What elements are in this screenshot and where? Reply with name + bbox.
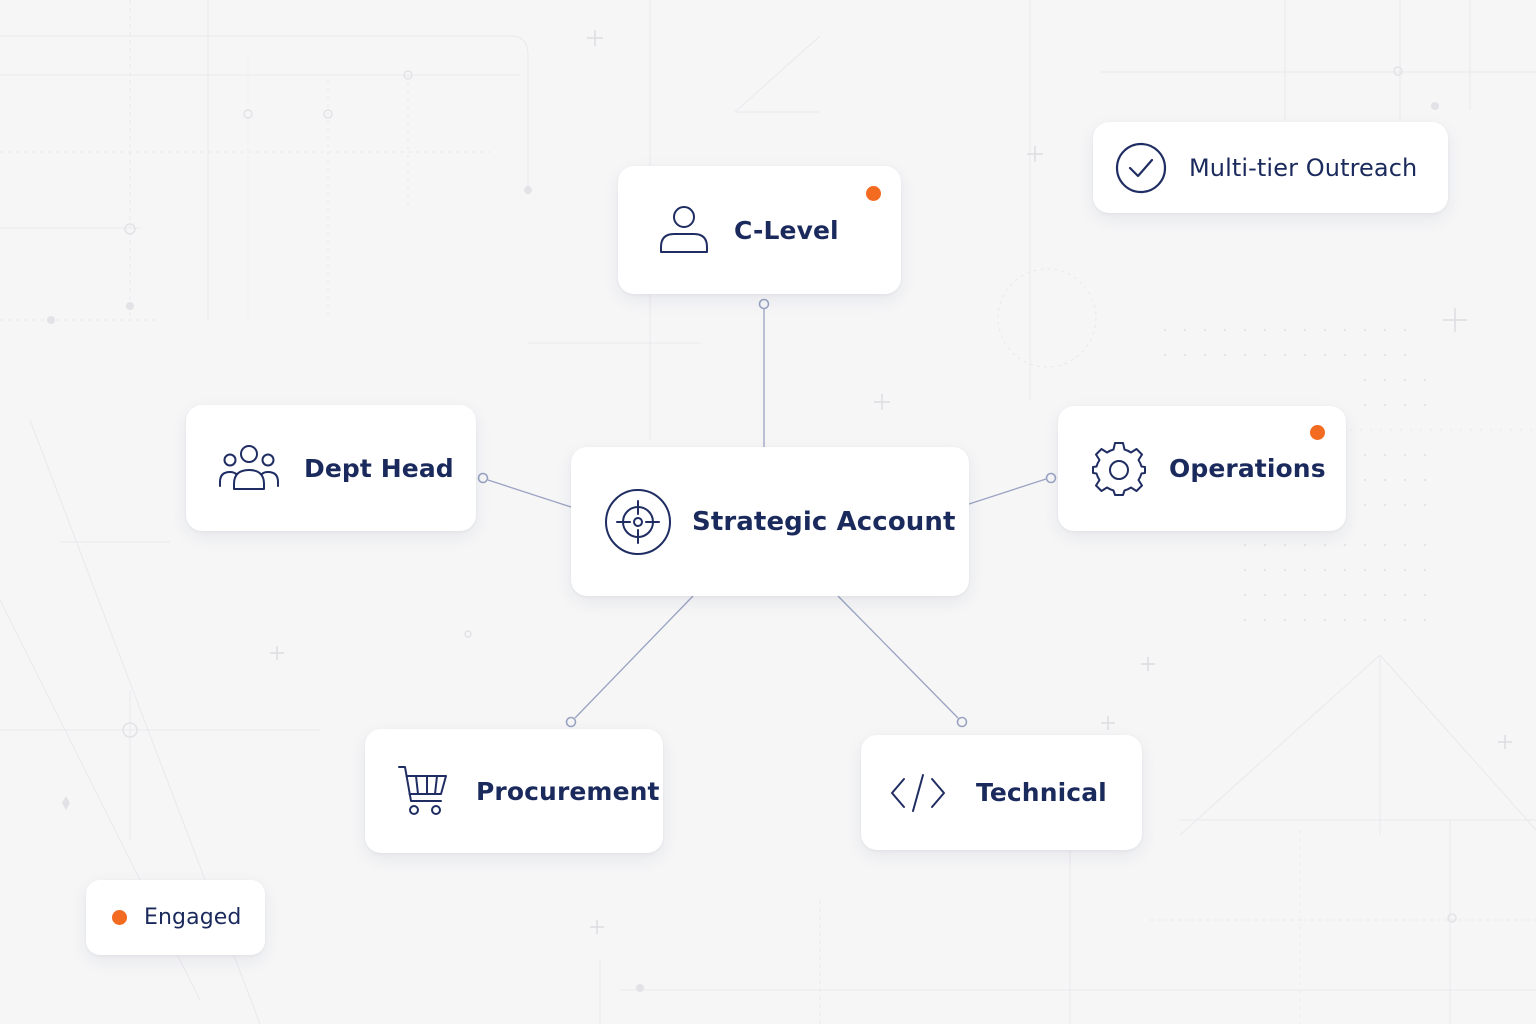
legend-label: Engaged (144, 905, 242, 930)
team-icon (218, 444, 280, 492)
gear-icon (1091, 441, 1147, 497)
engaged-indicator (1310, 425, 1325, 440)
legend-engaged-dot (112, 910, 127, 925)
node-technical[interactable]: Technical (861, 735, 1142, 850)
node-label: C-Level (734, 215, 839, 245)
node-label: Procurement (476, 776, 660, 806)
cart-icon (397, 765, 449, 817)
node-operations[interactable]: Operations (1058, 406, 1346, 531)
node-strategic-account[interactable]: Strategic Account (571, 447, 969, 596)
multi-tier-outreach-badge: Multi-tier Outreach (1093, 122, 1448, 213)
center-label: Strategic Account (692, 506, 956, 537)
target-icon (604, 488, 672, 556)
node-procurement[interactable]: Procurement (365, 729, 663, 853)
person-icon (658, 204, 710, 256)
check-circle-icon (1115, 142, 1167, 194)
node-label: Operations (1169, 454, 1326, 483)
badge-label: Multi-tier Outreach (1189, 153, 1418, 182)
code-icon (890, 773, 946, 813)
node-dept-head[interactable]: Dept Head (186, 405, 476, 531)
node-label: Dept Head (304, 453, 454, 483)
node-label: Technical (976, 778, 1107, 807)
node-c-level[interactable]: C-Level (618, 166, 901, 294)
legend: Engaged (86, 880, 265, 955)
engaged-indicator (866, 186, 881, 201)
